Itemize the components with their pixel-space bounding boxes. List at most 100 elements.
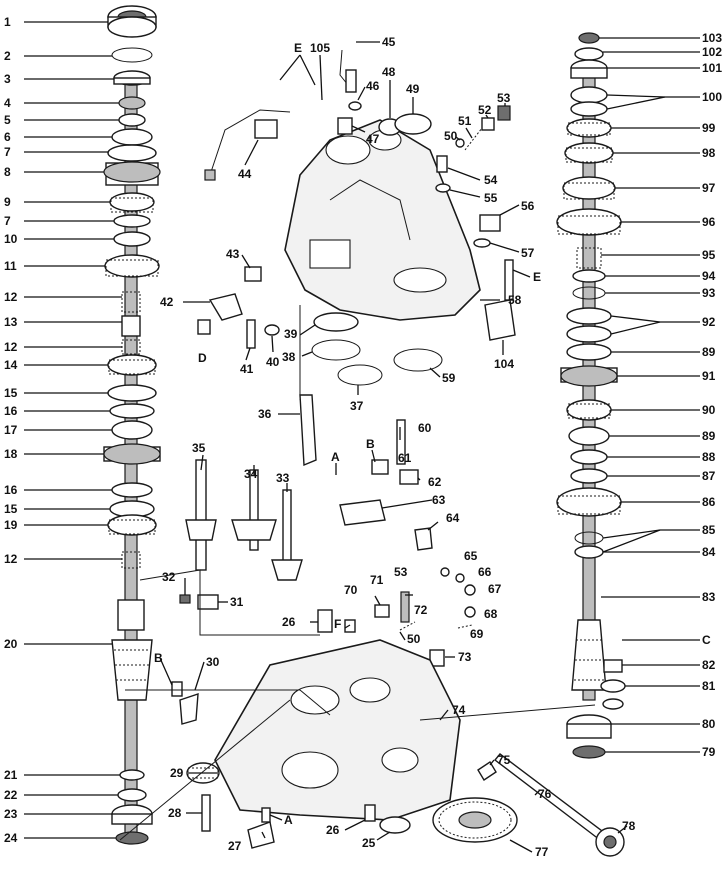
callout-label: 82	[702, 658, 716, 672]
right-shaft-assembly	[556, 32, 626, 759]
callout-label: 75	[497, 753, 511, 767]
callout-label: 50	[407, 632, 421, 646]
callout-label: A	[331, 450, 340, 464]
callout-label: 16	[4, 404, 18, 418]
callout-label: 69	[470, 627, 484, 641]
callout-label: 54	[484, 173, 498, 187]
callout-label: B	[154, 651, 163, 665]
callout-label: 51	[458, 114, 472, 128]
callout-label: 25	[362, 836, 376, 850]
callout-label: 18	[4, 447, 18, 461]
callout-label: 9	[4, 195, 11, 209]
callout-label: 4	[4, 96, 11, 110]
callout-label: 8	[4, 165, 11, 179]
callout-label: 56	[521, 199, 535, 213]
callout-label: 102	[702, 45, 722, 59]
callout-label: 22	[4, 788, 18, 802]
callout-label: 5	[4, 113, 11, 127]
callout-label: F	[334, 617, 341, 631]
callout-label: 92	[702, 315, 716, 329]
callout-label: E	[533, 270, 541, 284]
callout-label: 34	[244, 467, 258, 481]
callout-label: 23	[4, 807, 18, 821]
callout-label: 87	[702, 469, 716, 483]
callout-label: 42	[160, 295, 174, 309]
center-leaders	[119, 41, 628, 853]
callout-label: 52	[478, 103, 492, 117]
callout-label: 44	[238, 167, 252, 181]
callout-label: 53	[394, 565, 408, 579]
callout-label: 24	[4, 831, 18, 845]
callout-label: 1	[4, 15, 11, 29]
callout-label: 101	[702, 61, 722, 75]
callout-label: 31	[230, 595, 244, 609]
callout-label: 81	[702, 679, 716, 693]
callout-label: 32	[162, 570, 176, 584]
callout-label: 96	[702, 215, 716, 229]
callout-label: 76	[538, 787, 552, 801]
callout-label: 64	[446, 511, 460, 525]
left-shaft-assembly	[103, 5, 161, 845]
callout-label: 73	[458, 650, 472, 664]
callout-label: 38	[282, 350, 296, 364]
callout-label: 39	[284, 327, 298, 341]
callout-label: 53	[497, 91, 511, 105]
callout-label: 49	[406, 82, 420, 96]
callout-label: 77	[535, 845, 549, 859]
callout-label: 12	[4, 290, 18, 304]
callout-label: 43	[226, 247, 240, 261]
callout-label: 65	[464, 549, 478, 563]
callout-label: 100	[702, 90, 722, 104]
callout-label: E	[294, 41, 302, 55]
callout-label: 15	[4, 386, 18, 400]
center-callouts: E 105 45 46 47 48 49 50 51 52 53 54 55 5…	[154, 35, 636, 859]
callout-label: B	[366, 437, 375, 451]
callout-label: 11	[4, 259, 17, 273]
callout-label: 91	[702, 369, 716, 383]
callout-label: 33	[276, 471, 290, 485]
callout-label: 48	[382, 65, 396, 79]
callout-label: 95	[702, 248, 716, 262]
callout-label: 88	[702, 450, 716, 464]
callout-label: 57	[521, 246, 535, 260]
callout-label: 104	[494, 357, 514, 371]
callout-label: 60	[418, 421, 432, 435]
upper-housing	[197, 49, 516, 386]
callout-label: 83	[702, 590, 716, 604]
callout-label: 89	[702, 345, 716, 359]
callout-label: 70	[344, 583, 358, 597]
callout-label: 80	[702, 717, 716, 731]
callout-label: C	[702, 633, 711, 647]
callout-label: 19	[4, 518, 18, 532]
callout-label: 7	[4, 214, 11, 228]
callout-label: 30	[206, 655, 220, 669]
callout-label: 17	[4, 423, 18, 437]
callout-label: 28	[168, 806, 182, 820]
callout-label: 61	[398, 451, 412, 465]
callout-label: 7	[4, 145, 11, 159]
callout-label: 103	[702, 31, 722, 45]
callout-label: 74	[452, 703, 466, 717]
callout-label: D	[198, 351, 207, 365]
callout-label: 15	[4, 502, 18, 516]
callout-label: 90	[702, 403, 716, 417]
callout-label: 78	[622, 819, 636, 833]
callout-label: 12	[4, 552, 18, 566]
callout-label: 20	[4, 637, 18, 651]
callout-label: 99	[702, 121, 716, 135]
callout-label: 46	[366, 79, 380, 93]
callout-label: 84	[702, 545, 716, 559]
callout-label: 40	[266, 355, 280, 369]
callout-label: 6	[4, 130, 11, 144]
shift-components	[171, 394, 476, 725]
right-leaders	[599, 37, 700, 753]
callout-label: 86	[702, 495, 716, 509]
callout-label: 59	[442, 371, 456, 385]
callout-label: 66	[478, 565, 492, 579]
callout-label: 41	[240, 362, 254, 376]
callout-label: 58	[508, 293, 522, 307]
left-callouts: 1 2 3 4 5 6 7 8 9 7 10 11 12 13 12 14 15…	[4, 15, 18, 845]
right-callouts: 103 102 101 100 99 98 97 96 95 94 93 92 …	[702, 31, 722, 759]
callout-label: 47	[366, 132, 380, 146]
